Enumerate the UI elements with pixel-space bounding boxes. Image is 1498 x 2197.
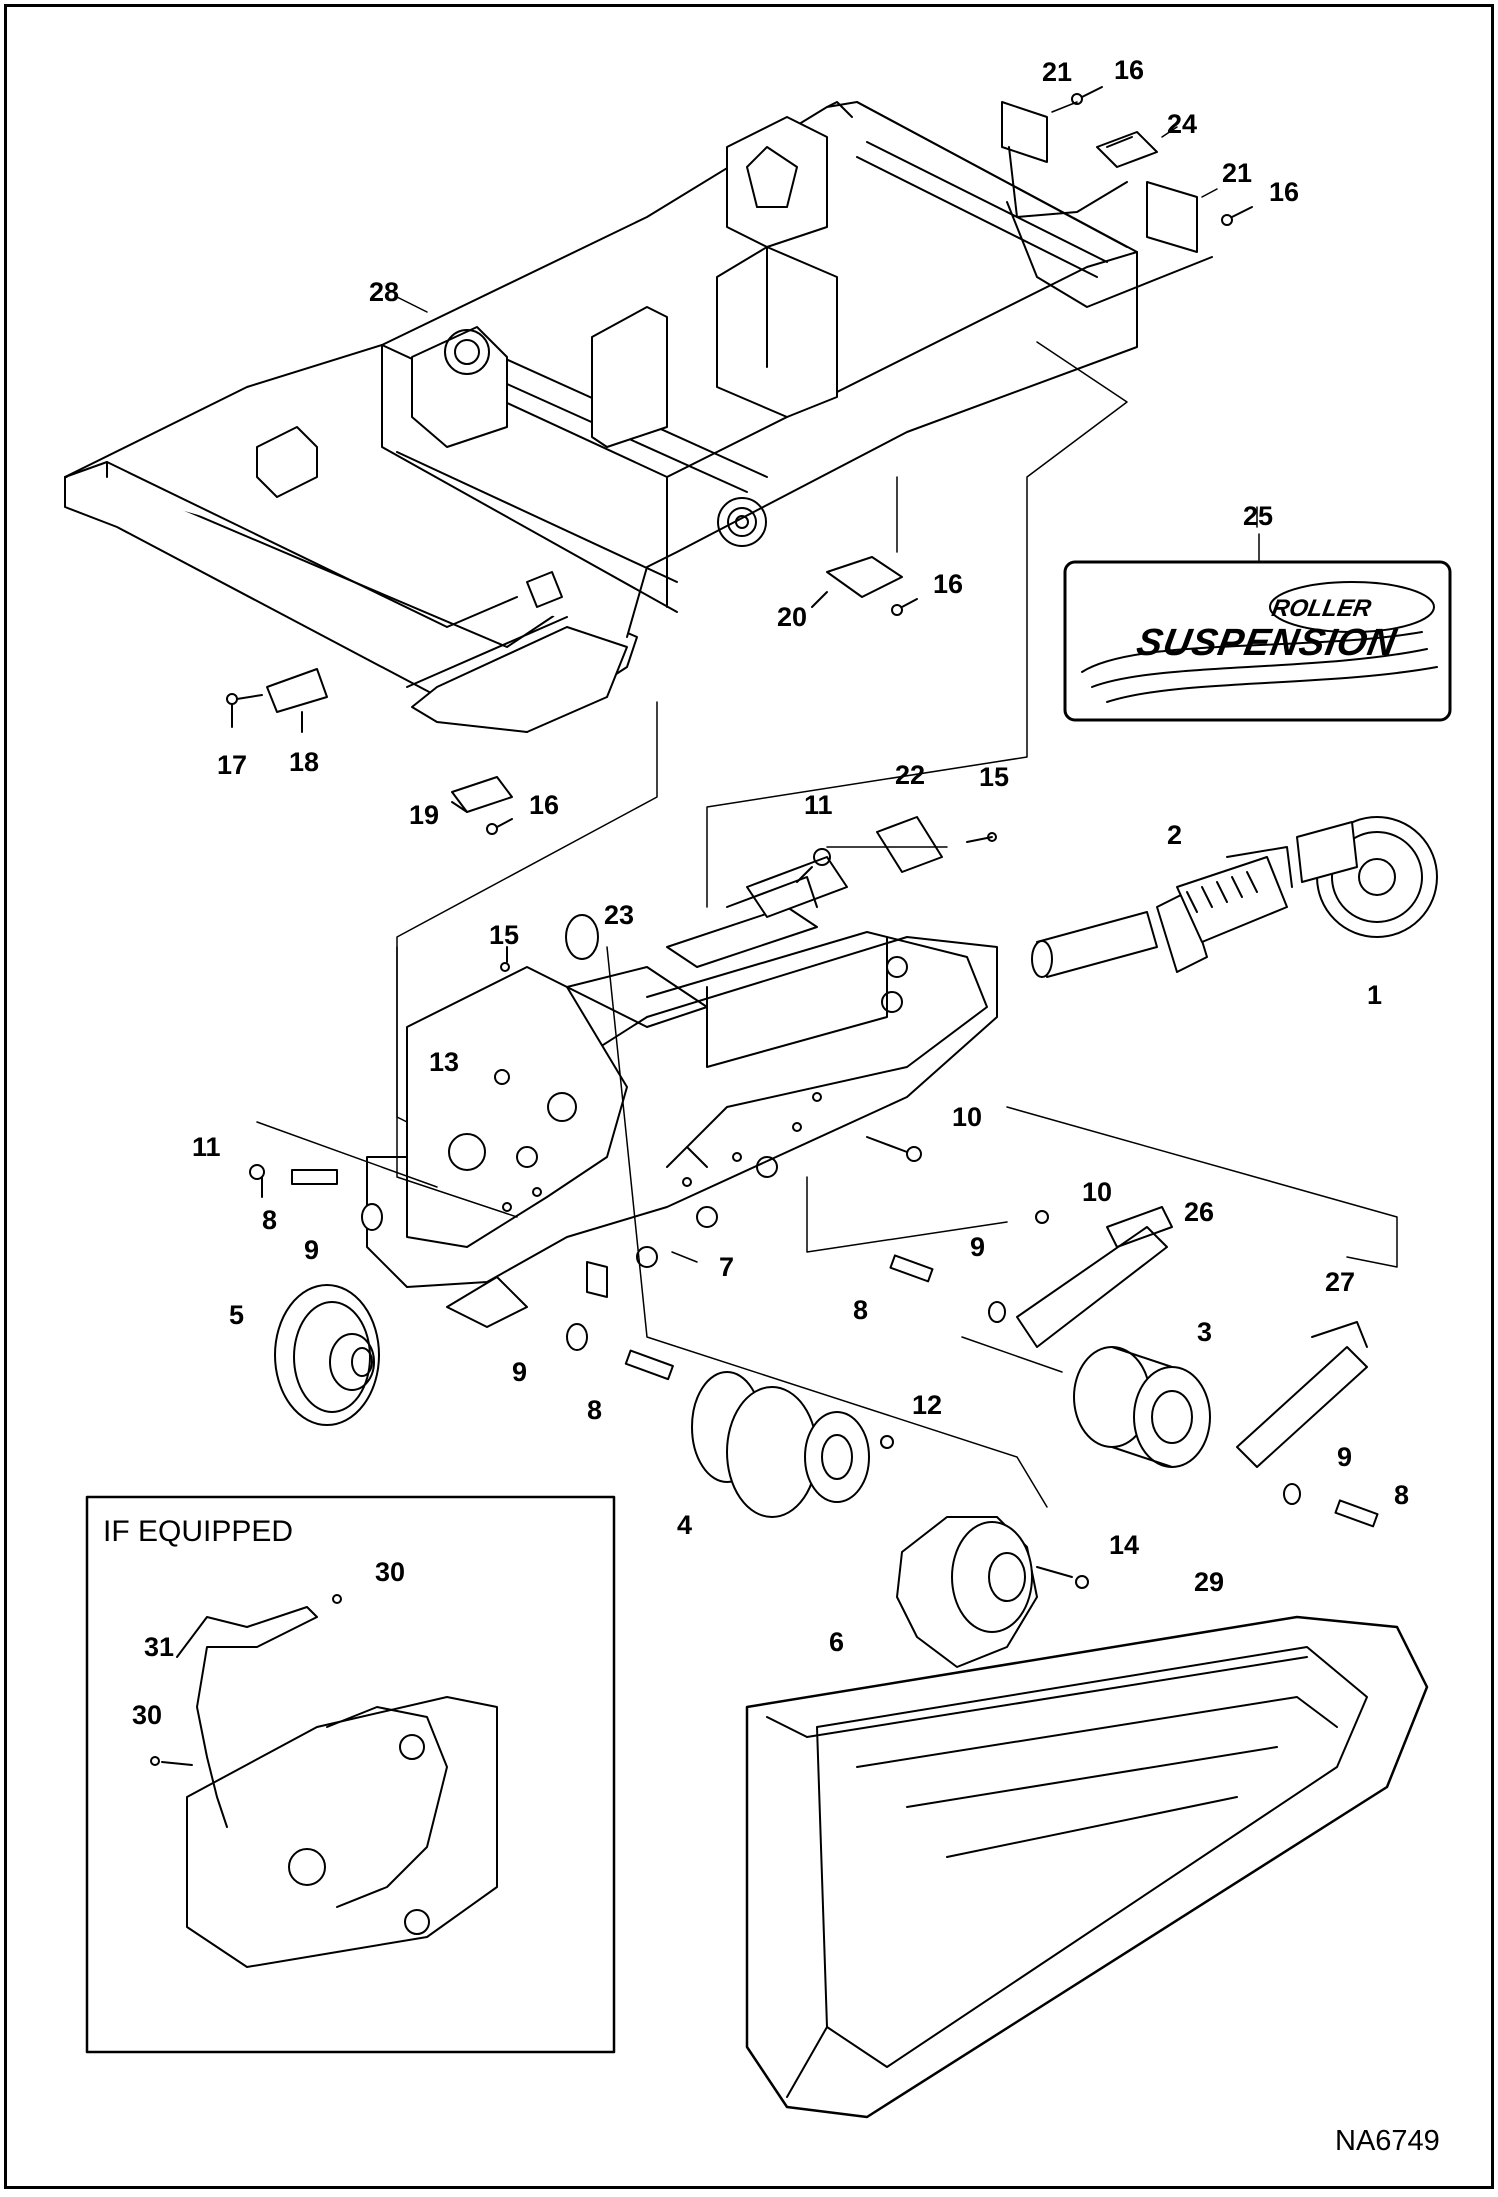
callout-17: 17 bbox=[217, 750, 248, 780]
callout-10: 10 bbox=[952, 1102, 983, 1132]
callout-30: 30 bbox=[375, 1557, 406, 1587]
track-frame-drawing bbox=[366, 856, 998, 1328]
callout-29: 29 bbox=[1194, 1567, 1225, 1597]
figure-code: NA6749 bbox=[1335, 2125, 1440, 2157]
callout-27: 27 bbox=[1325, 1267, 1356, 1297]
callout-8: 8 bbox=[262, 1205, 278, 1235]
callout-15: 15 bbox=[489, 920, 520, 950]
cover-plates-upper bbox=[1001, 86, 1253, 308]
callout-13: 13 bbox=[429, 1047, 460, 1077]
small-parts-upper bbox=[249, 816, 997, 1381]
callout-9: 9 bbox=[512, 1357, 528, 1387]
callout-23: 23 bbox=[604, 900, 635, 930]
callout-10: 10 bbox=[1082, 1177, 1113, 1207]
callout-2: 2 bbox=[1167, 820, 1183, 850]
parts-diagram: 21 16 24 21 16 28 25 20 16 17 18 19 16 2… bbox=[4, 4, 1494, 2189]
tensioner-and-idler bbox=[1031, 816, 1438, 978]
callout-21: 21 bbox=[1042, 57, 1073, 87]
callout-16: 16 bbox=[1269, 177, 1300, 207]
callout-16: 16 bbox=[1114, 55, 1145, 85]
inset-box bbox=[85, 1495, 616, 2054]
callout-3: 3 bbox=[1197, 1317, 1213, 1347]
callout-24: 24 bbox=[1167, 109, 1198, 139]
callout-16: 16 bbox=[933, 569, 964, 599]
callout-6: 6 bbox=[829, 1627, 845, 1657]
rubber-track bbox=[745, 1615, 1429, 2119]
callout-11: 11 bbox=[192, 1132, 221, 1162]
exploded-view-drawing bbox=[64, 86, 1452, 2119]
callout-1: 1 bbox=[1367, 980, 1383, 1010]
leader-lines-track bbox=[256, 846, 1398, 1508]
callout-8: 8 bbox=[853, 1295, 869, 1325]
plates-lower-frame bbox=[226, 556, 918, 835]
callout-9: 9 bbox=[304, 1235, 320, 1265]
idler-wheel-5 bbox=[274, 1284, 380, 1426]
callout-16: 16 bbox=[529, 790, 560, 820]
callout-22: 22 bbox=[895, 760, 926, 790]
callout-31: 31 bbox=[144, 1632, 175, 1662]
callout-4: 4 bbox=[677, 1510, 693, 1540]
callout-15: 15 bbox=[979, 762, 1010, 792]
callout-8: 8 bbox=[587, 1395, 603, 1425]
callout-19: 19 bbox=[409, 800, 440, 830]
callout-20: 20 bbox=[777, 602, 808, 632]
callout-26: 26 bbox=[1184, 1197, 1215, 1227]
decal-suspension-text: SUSPENSION bbox=[1133, 622, 1400, 664]
decal-roller-text: ROLLER bbox=[1269, 595, 1374, 622]
callout-12: 12 bbox=[912, 1390, 943, 1420]
callout-28: 28 bbox=[369, 277, 400, 307]
callout-9: 9 bbox=[1337, 1442, 1353, 1472]
callout-18: 18 bbox=[289, 747, 320, 777]
roller-and-beams bbox=[889, 1206, 1379, 1528]
callout-21: 21 bbox=[1222, 158, 1253, 188]
callout-11: 11 bbox=[804, 790, 833, 820]
callout-9: 9 bbox=[970, 1232, 986, 1262]
callout-14: 14 bbox=[1109, 1530, 1140, 1560]
callout-8: 8 bbox=[1394, 1480, 1410, 1510]
main-frame-drawing bbox=[64, 101, 1138, 733]
callout-25: 25 bbox=[1243, 501, 1274, 531]
inset-title: IF EQUIPPED bbox=[103, 1515, 294, 1548]
callout-30: 30 bbox=[132, 1700, 163, 1730]
drive-motor-and-sprocket bbox=[691, 1371, 1089, 1668]
callout-5: 5 bbox=[229, 1300, 245, 1330]
callout-7: 7 bbox=[719, 1252, 735, 1282]
decal-box bbox=[1063, 533, 1452, 722]
